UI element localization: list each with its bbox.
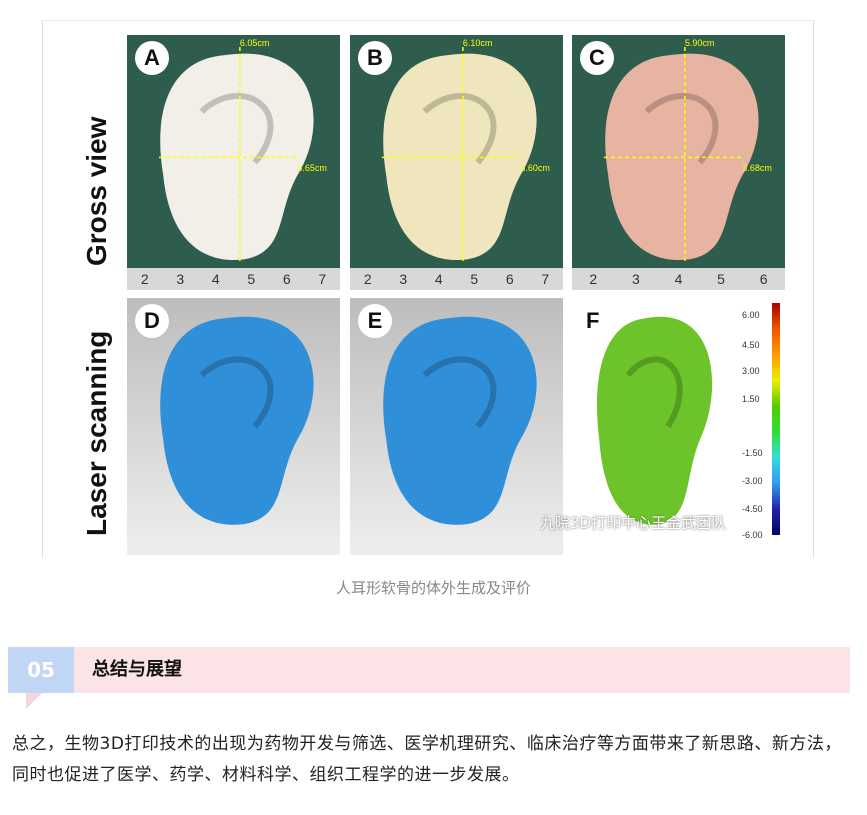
ruler: 2 3 4 5 6 7 — [127, 268, 340, 290]
ruler-tick: 3 — [631, 271, 640, 287]
ruler-tick: 2 — [589, 271, 598, 287]
ruler: 2 3 4 5 6 — [572, 268, 785, 290]
width-measure: 3.60cm — [520, 162, 550, 173]
scale-tick: 1.50 — [742, 394, 760, 404]
ruler-tick: 6 — [505, 271, 514, 287]
ruler-tick: 5 — [470, 271, 479, 287]
ruler-tick: 3 — [399, 271, 408, 287]
ruler-tick: 2 — [363, 271, 372, 287]
panel-letter: E — [358, 304, 392, 338]
scale-tick: -6.00 — [742, 530, 763, 540]
width-measure: 3.68cm — [742, 162, 772, 173]
panel-f: F — [572, 298, 732, 555]
scale-tick: 3.00 — [742, 366, 760, 376]
body-paragraph: 总之，生物3D打印技术的出现为药物开发与筛选、医学机理研究、临床治疗等方面带来了… — [12, 734, 842, 785]
panel-letter: A — [135, 41, 169, 75]
height-measure: 6.10cm — [462, 38, 493, 48]
ear-image — [596, 316, 713, 525]
section-tab-corner — [26, 693, 42, 709]
scale-tick: -3.00 — [742, 476, 763, 486]
height-measure: 5.90cm — [684, 38, 715, 48]
color-scale-bar — [772, 303, 780, 535]
ruler-tick: 2 — [140, 271, 149, 287]
panel-letter: F — [586, 308, 600, 333]
panel-b: B 6.10cm 3.60cm 2 3 4 5 6 7 — [350, 35, 563, 290]
scale-tick: -4.50 — [742, 504, 763, 514]
section-header: 05 总结与展望 — [8, 647, 850, 709]
panel-d: D — [127, 298, 340, 555]
ruler-tick: 3 — [176, 271, 185, 287]
section-title: 总结与展望 — [92, 659, 182, 680]
ear-image — [160, 316, 314, 525]
height-measure: 6.05cm — [239, 38, 270, 48]
width-measure: 3.65cm — [297, 162, 327, 173]
panel-letter: C — [580, 41, 614, 75]
panel-a: A 6.05cm 3.65cm 2 3 4 5 6 7 — [127, 35, 340, 290]
ruler-tick: 5 — [247, 271, 256, 287]
figure-caption: 人耳形软骨的体外生成及评价 — [335, 579, 531, 597]
ruler-tick: 7 — [318, 271, 327, 287]
ruler-tick: 6 — [282, 271, 291, 287]
scale-tick: -1.50 — [742, 448, 763, 458]
panel-e: E — [350, 298, 563, 555]
ruler-tick: 4 — [674, 271, 683, 287]
ruler-tick: 7 — [541, 271, 550, 287]
panel-c: C 5.90cm 3.68cm 2 3 4 5 6 — [572, 35, 785, 290]
ruler-tick: 5 — [717, 271, 725, 287]
panel-letter: B — [358, 41, 392, 75]
row-label-laser: Laser scanning — [81, 330, 112, 536]
scale-tick: 6.00 — [742, 310, 760, 320]
panel-letter: D — [135, 304, 169, 338]
ruler-tick: 4 — [434, 271, 443, 287]
scale-tick: 4.50 — [742, 340, 760, 350]
watermark: 九院3D打印中心王金武团队 — [540, 514, 727, 532]
ruler: 2 3 4 5 6 7 — [350, 268, 563, 290]
ear-image — [383, 316, 537, 525]
row-label-gross: Gross view — [81, 116, 112, 266]
section-number: 05 — [8, 647, 74, 693]
ruler-tick: 4 — [211, 271, 220, 287]
ruler-tick: 6 — [759, 271, 768, 287]
